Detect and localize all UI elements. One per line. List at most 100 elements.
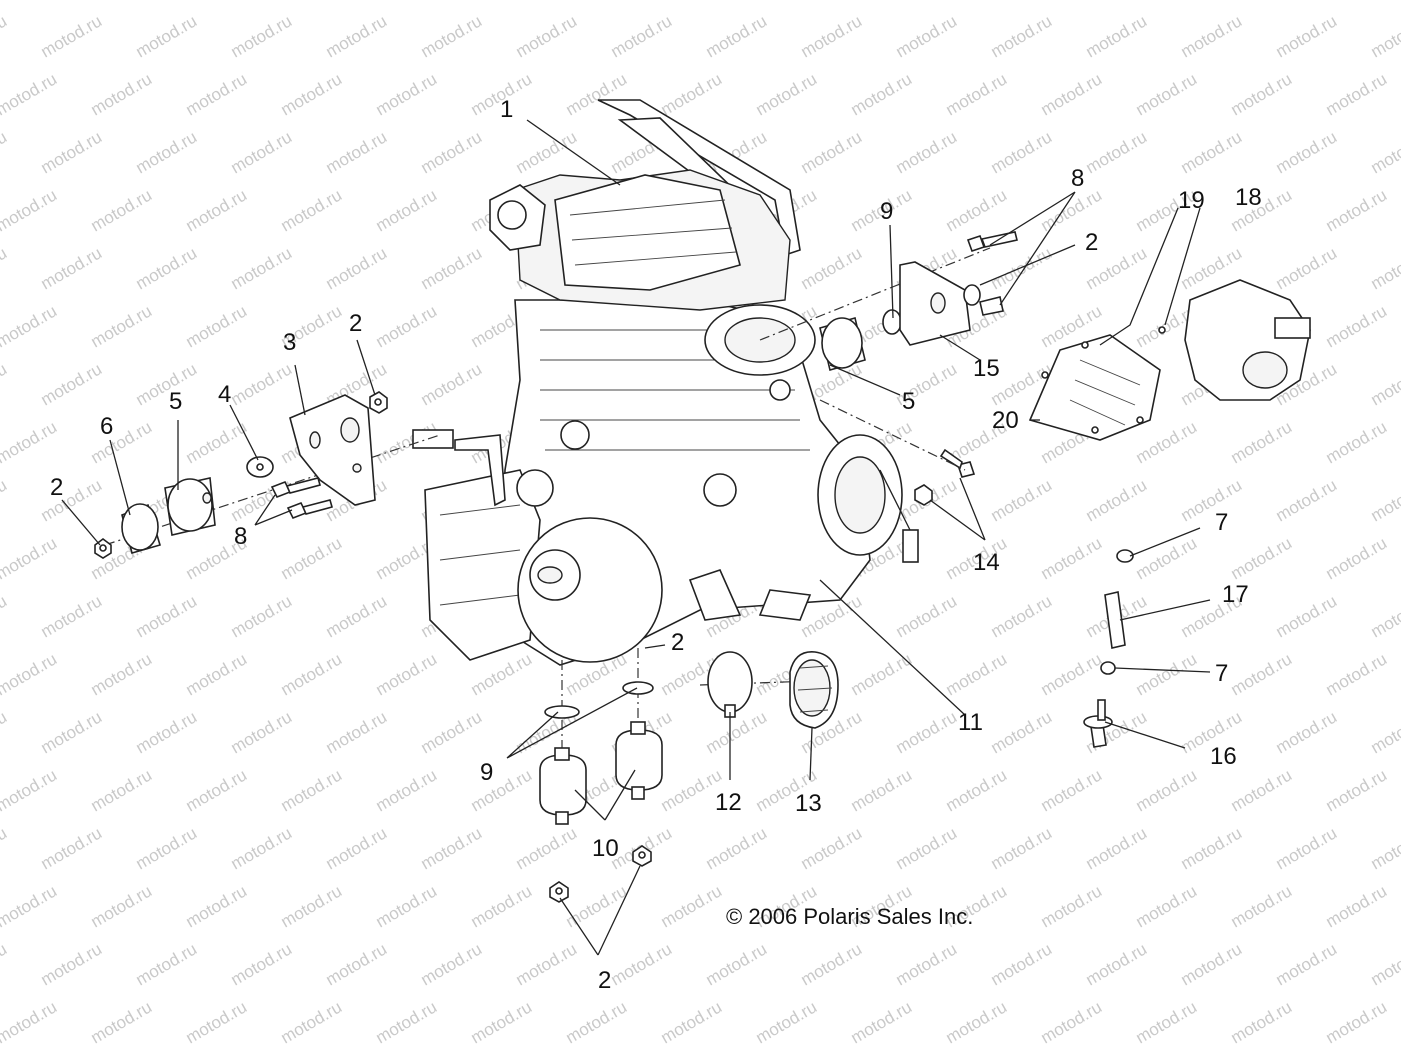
watermark-text: motod.ru [88,765,156,815]
callout-6: 6 [100,413,113,440]
callout-labels: 1 8 9 2 19 18 15 5 20 14 7 17 7 16 11 3 … [50,96,1262,994]
watermark-text: motod.ru [183,997,251,1047]
watermark-text: motod.ru [1273,243,1341,293]
watermark-text: motod.ru [38,939,106,989]
watermark-text: motod.ru [753,69,821,119]
watermark-text: motod.ru [278,69,346,119]
watermark-text: motod.ru [38,591,106,641]
watermark-text: motod.ru [988,127,1056,177]
watermark-text: motod.ru [88,997,156,1047]
watermark-text: motod.ru [988,475,1056,525]
callout-20: 20 [992,407,1019,434]
lower-mount-stack [539,648,663,903]
watermark-text: motod.ru [278,185,346,235]
watermark-text: motod.ru [38,359,106,409]
watermark-text: motod.ru [1323,649,1391,699]
watermark-text: motod.ru [1228,997,1296,1047]
watermark-text: motod.ru [278,649,346,699]
watermark-text: motod.ru [893,11,961,61]
watermark-text: motod.ru [1038,533,1106,583]
watermark-text: motod.ru [1323,997,1391,1047]
watermark-text: motod.ru [798,243,866,293]
watermark-text: motod.ru [228,707,296,757]
callout-16: 16 [1210,743,1237,770]
watermark-text: motod.ru [418,707,486,757]
watermark-text: motod.ru [848,649,916,699]
watermark-text: motod.ru [1323,301,1391,351]
watermark-text: motod.ru [798,823,866,873]
watermark-text: motod.ru [1368,359,1401,409]
watermark-text: motod.ru [1133,881,1201,931]
watermark-text: motod.ru [133,591,201,641]
callout-2-center: 2 [671,629,684,656]
watermark-text: motod.ru [88,185,156,235]
watermark-text: motod.ru [228,243,296,293]
watermark-text: motod.ru [1368,243,1401,293]
watermark-text: motod.ru [418,243,486,293]
watermark-text: motod.ru [658,881,726,931]
watermark-text: motod.ru [1083,127,1151,177]
watermark-text: motod.ru [88,69,156,119]
watermark-text: motod.ru [373,881,441,931]
watermark-text: motod.ru [848,0,916,3]
watermark-text: motod.ru [513,127,581,177]
watermark-text: motod.ru [703,939,771,989]
watermark-text: motod.ru [0,69,60,119]
watermark-text: motod.ru [563,0,631,3]
watermark-text: motod.ru [38,475,106,525]
watermark-text: motod.ru [1133,0,1201,3]
washer-9-upper [882,309,902,335]
watermark-text: motod.ru [893,127,961,177]
watermark-text: motod.ru [1368,11,1401,61]
callout-14: 14 [973,549,1000,576]
callout-7-lower: 7 [1215,660,1228,687]
watermark-text: motod.ru [1228,881,1296,931]
watermark-text: motod.ru [1038,649,1106,699]
watermark-text: motod.ru [658,0,726,3]
watermark-text: motod.ru [1083,939,1151,989]
watermark-text: motod.ru [418,359,486,409]
watermark-text: motod.ru [703,11,771,61]
cap-7-lower [1100,661,1116,675]
watermark-text: motod.ru [0,591,10,641]
callout-7-upper: 7 [1215,509,1228,536]
hose-clamp [707,651,753,713]
clamp-and-boot [699,651,841,729]
watermark-text: motod.ru [228,127,296,177]
watermark-text: motod.ru [1228,69,1296,119]
watermark-text: motod.ru [38,243,106,293]
throttle-assembly [1028,279,1311,441]
callout-3: 3 [283,329,296,356]
watermark-text: motod.ru [0,997,60,1047]
watermark-text: motod.ru [133,823,201,873]
watermark-text: motod.ru [943,185,1011,235]
watermark-text: motod.ru [323,243,391,293]
watermark-text: motod.ru [893,591,961,641]
watermark-text: motod.ru [38,127,106,177]
leader-lines [61,119,1211,956]
watermark-text: motod.ru [1323,0,1391,3]
watermark-text: motod.ru [1368,591,1401,641]
watermark-text: motod.ru [373,997,441,1047]
watermark-text: motod.ru [133,359,201,409]
watermark-text: motod.ru [0,649,60,699]
callout-19: 19 [1178,187,1205,214]
watermark-text: motod.ru [1228,649,1296,699]
watermark-text: motod.ru [278,0,346,3]
watermark-text: motod.ru [1323,185,1391,235]
watermark-text: motod.ru [513,823,581,873]
watermark-text: motod.ru [988,243,1056,293]
watermark-text: motod.ru [418,127,486,177]
watermark-text: motod.ru [1038,185,1106,235]
watermark-text: motod.ru [278,997,346,1047]
watermark-text: motod.ru [1178,127,1246,177]
washer-2-right [963,284,981,306]
watermark-text: motod.ru [183,649,251,699]
bolt-14-a [956,461,976,478]
watermark-text: motod.ru [0,359,10,409]
watermark-text: motod.ru [0,881,60,931]
watermark-text: motod.ru [373,0,441,3]
watermark-text: motod.ru [1273,127,1341,177]
watermark-text: motod.ru [1368,127,1401,177]
watermark-text: motod.ru [1038,765,1106,815]
